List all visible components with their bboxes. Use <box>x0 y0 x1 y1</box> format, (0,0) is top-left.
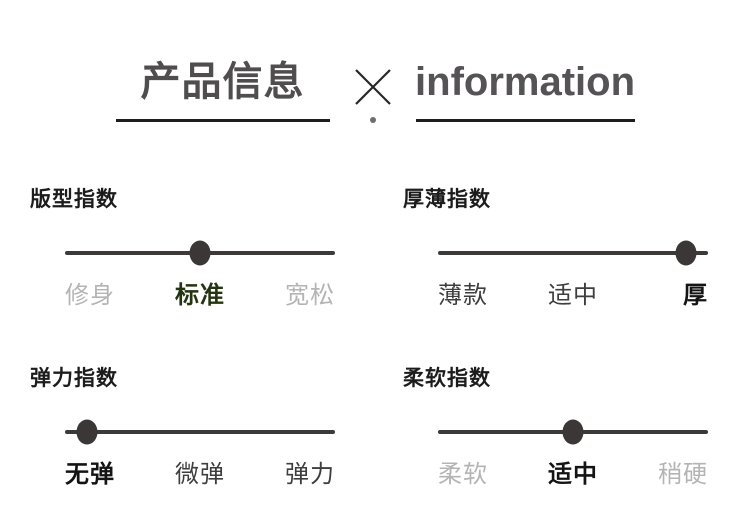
slider-title: 柔软指数 <box>403 367 491 390</box>
track-line <box>438 251 708 255</box>
product-title-en: information <box>415 60 635 104</box>
slider-softness-index: 柔软指数 柔软 适中 稍硬 <box>403 367 708 489</box>
slider-label-left: 无弹 <box>65 461 115 488</box>
slider-elasticity-index: 弹力指数 无弹 微弹 弹力 <box>30 367 335 489</box>
title-underline-right <box>415 119 635 122</box>
slider-label-right: 宽松 <box>285 282 335 309</box>
slider-labels: 薄款 适中 厚 <box>438 282 708 310</box>
slider-title: 厚薄指数 <box>403 188 491 211</box>
track-line <box>65 430 335 434</box>
slider-label-right: 弹力 <box>285 461 335 488</box>
slider-thumb-icon <box>562 419 584 445</box>
slider-label-left: 薄款 <box>438 282 488 309</box>
slider-track <box>65 240 335 266</box>
divider-dot-icon <box>369 117 376 123</box>
slider-track <box>65 419 335 445</box>
slider-track <box>438 419 708 445</box>
slider-title: 版型指数 <box>30 188 118 211</box>
slider-label-middle: 标准 <box>175 282 225 309</box>
slider-labels: 无弹 微弹 弹力 <box>65 461 335 489</box>
header-cn-group: 产品信息 <box>115 60 330 122</box>
header: 产品信息 information <box>0 60 750 123</box>
slider-label-middle: 适中 <box>548 461 598 488</box>
product-title-cn: 产品信息 <box>140 60 305 104</box>
slider-label-left: 柔软 <box>438 461 488 488</box>
header-divider <box>352 67 394 123</box>
slider-label-left: 修身 <box>65 282 115 309</box>
slider-track <box>438 240 708 266</box>
slider-label-middle: 适中 <box>548 282 598 309</box>
slider-labels: 柔软 适中 稍硬 <box>438 461 708 489</box>
slider-thumb-icon <box>76 419 98 445</box>
slider-label-middle: 微弹 <box>175 461 225 488</box>
slider-labels: 修身 标准 宽松 <box>65 282 335 310</box>
slider-fit-index: 版型指数 修身 标准 宽松 <box>30 188 335 310</box>
title-underline-left <box>115 119 330 122</box>
index-sliders: 版型指数 修身 标准 宽松 厚薄指数 薄款 适中 厚 <box>30 188 708 489</box>
slider-label-right: 稍硬 <box>658 461 708 488</box>
slider-title: 弹力指数 <box>30 367 118 390</box>
slider-label-right: 厚 <box>683 282 708 309</box>
slider-thumb-icon <box>189 240 211 266</box>
slider-thumb-icon <box>675 240 697 266</box>
slider-thickness-index: 厚薄指数 薄款 适中 厚 <box>403 188 708 310</box>
multiply-cross-icon <box>352 67 394 107</box>
header-en-group: information <box>415 60 635 122</box>
